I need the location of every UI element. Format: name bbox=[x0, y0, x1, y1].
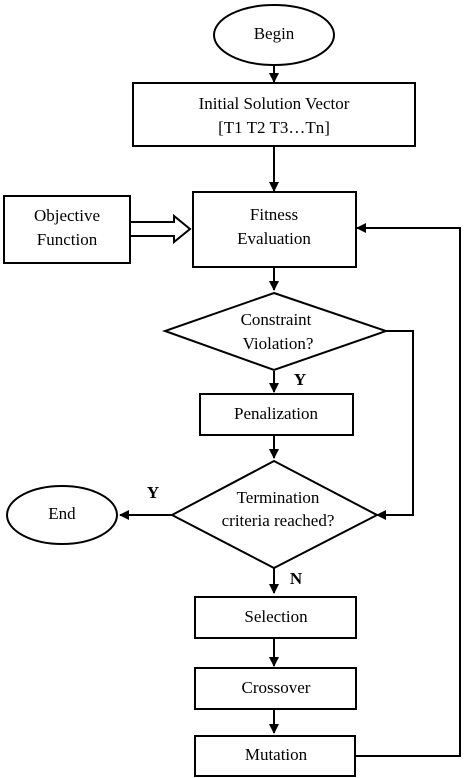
mutation-box bbox=[194, 735, 356, 777]
fitness-evaluation-line-2: Evaluation bbox=[237, 229, 311, 248]
node-fitness-evaluation: Fitness Evaluation bbox=[192, 191, 357, 268]
mutation-label: Mutation bbox=[245, 745, 308, 764]
termination-criteria-line-2: criteria reached? bbox=[222, 511, 335, 530]
node-termination-criteria: Termination criteria reached? bbox=[169, 459, 380, 570]
edge-objective-to-fitness bbox=[123, 213, 192, 245]
constraint-violation-line-2: Violation? bbox=[243, 334, 314, 353]
objective-function-line-1: Objective bbox=[34, 206, 100, 225]
termination-yes-label: Y bbox=[147, 483, 159, 502]
node-objective-function: Objective Function bbox=[3, 195, 131, 264]
edge-constraint-no-to-termination bbox=[376, 330, 414, 520]
node-crossover: Crossover bbox=[194, 667, 357, 710]
edges bbox=[119, 66, 461, 757]
constraint-yes-label: Y bbox=[294, 370, 306, 389]
node-penalization: Penalization bbox=[199, 393, 354, 436]
node-initial-solution-vector: Initial Solution Vector [T1 T2 T3…Tn] bbox=[132, 82, 416, 147]
penalization-label: Penalization bbox=[234, 404, 319, 423]
fitness-evaluation-line-1: Fitness bbox=[250, 205, 298, 224]
constraint-violation-diamond bbox=[161, 291, 390, 372]
crossover-label: Crossover bbox=[242, 678, 311, 697]
termination-criteria-line-1: Termination bbox=[237, 488, 320, 507]
node-mutation: Mutation bbox=[194, 735, 356, 777]
end-ellipse bbox=[6, 485, 118, 545]
node-begin: Begin bbox=[213, 4, 335, 66]
end-label: End bbox=[48, 504, 76, 523]
node-end: End bbox=[6, 485, 118, 545]
initial-solution-box bbox=[132, 82, 416, 147]
constraint-violation-line-1: Constraint bbox=[241, 310, 312, 329]
fitness-evaluation-box bbox=[192, 191, 357, 268]
termination-criteria-diamond bbox=[169, 459, 380, 570]
node-selection: Selection bbox=[194, 596, 357, 639]
initial-solution-line-1: Initial Solution Vector bbox=[199, 94, 350, 113]
crossover-box bbox=[194, 667, 357, 710]
node-constraint-violation: Constraint Violation? bbox=[161, 291, 390, 372]
begin-ellipse bbox=[213, 4, 335, 66]
penalization-box bbox=[199, 393, 354, 436]
initial-solution-line-2: [T1 T2 T3…Tn] bbox=[218, 118, 330, 137]
begin-label: Begin bbox=[254, 24, 295, 43]
termination-no-label: N bbox=[290, 569, 303, 588]
objective-function-box bbox=[3, 195, 131, 264]
selection-box bbox=[194, 596, 357, 639]
selection-label: Selection bbox=[244, 607, 308, 626]
edge-mutation-loop-to-fitness bbox=[355, 223, 461, 757]
objective-function-line-2: Function bbox=[37, 230, 98, 249]
